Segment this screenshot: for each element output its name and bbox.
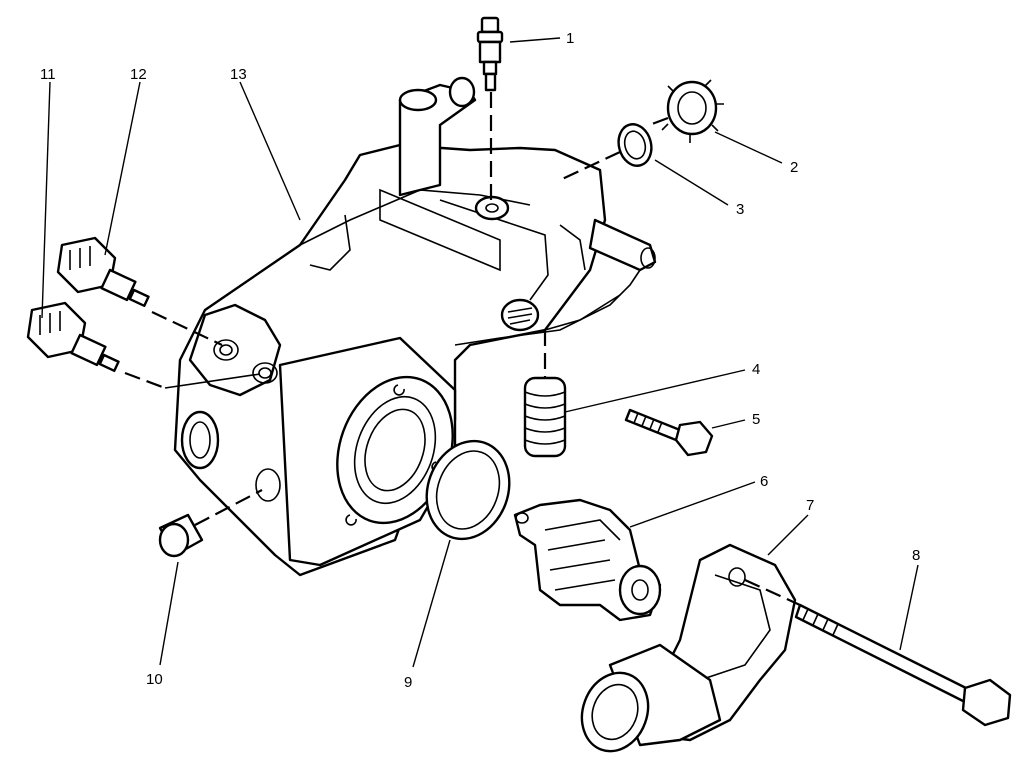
sealing-plug: [158, 489, 263, 558]
spring: [523, 330, 567, 458]
o-ring-large: [425, 439, 511, 541]
callout-13: 13: [230, 66, 247, 83]
callout-7: 7: [806, 497, 814, 514]
temperature-sensor-upper: [56, 236, 223, 346]
callout-5: 5: [752, 411, 760, 428]
callout-11: 11: [40, 66, 56, 83]
callout-12: 12: [130, 66, 147, 83]
long-bolt: [744, 578, 1012, 727]
outlet-elbow: [580, 543, 797, 753]
callout-4: 4: [752, 361, 760, 378]
callout-10: 10: [146, 671, 163, 688]
thermostat: [513, 498, 662, 622]
leader-lines: [41, 37, 919, 668]
o-ring-small: [617, 123, 653, 167]
callout-9: 9: [404, 674, 412, 691]
short-bolt: [624, 408, 714, 457]
callout-1: 1: [566, 30, 574, 47]
bleed-screw: [476, 16, 504, 200]
callout-6: 6: [760, 473, 768, 490]
retaining-clip: [661, 79, 724, 143]
callout-2: 2: [790, 159, 798, 176]
callout-3: 3: [736, 201, 744, 218]
temperature-sensor-lower: [26, 301, 166, 390]
callout-labels: 1 2 3 4 5 6 7 8 9 10 11 12 13: [40, 30, 920, 691]
thermostat-housing: [173, 76, 657, 577]
callout-8: 8: [912, 547, 920, 564]
